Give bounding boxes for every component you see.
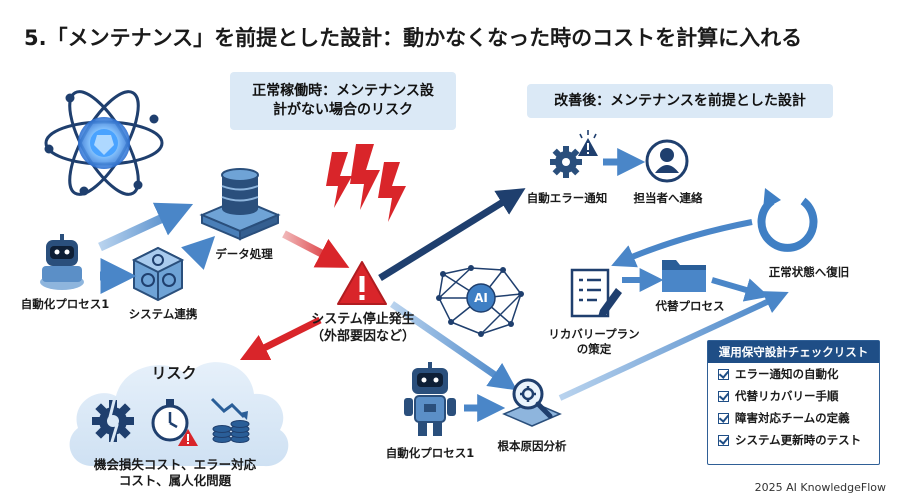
refresh-icon: [757, 188, 818, 252]
label-auto-process-bottom: 自動化プロセス1: [385, 446, 475, 460]
puzzle-cube-icon: [131, 246, 185, 302]
risk-title: リスク: [151, 364, 197, 382]
ai-network-icon: [436, 265, 524, 337]
warning-triangle-icon: [337, 261, 387, 305]
label-recovery-plan-line2: の策定: [576, 342, 612, 356]
robot-icon: [40, 234, 84, 290]
person-icon: [645, 139, 689, 183]
arrow-restore-to-recovery: [611, 219, 753, 268]
credit-text: 2025 AI KnowledgeFlow: [754, 481, 886, 494]
maintenance-checklist: 運用保守設計チェックリスト エラー通知の自動化 代替リカバリー手順 障害対応チー…: [707, 340, 880, 465]
magnifier-gear-icon: [502, 378, 562, 427]
checklist-item-text: 障害対応チームの定義: [735, 411, 850, 425]
left-header-line1: 正常稼働時：メンテナンス設: [252, 83, 434, 99]
checklist-item-text: 代替リカバリー手順: [735, 389, 839, 403]
checklist-item-text: エラー通知の自動化: [735, 367, 839, 381]
arrow-stop-to-root-cause: [390, 301, 518, 391]
label-contact-person: 担当者へ連絡: [633, 191, 703, 205]
label-root-cause: 根本原因分析: [497, 439, 567, 453]
lightning-bolts-icon: [326, 144, 406, 222]
gear-alert-icon: [550, 130, 598, 178]
checklist-item: システム更新時のテスト: [708, 429, 879, 451]
atom-icon: [44, 90, 164, 196]
risk-caption: 機会損失コスト、エラー対応 コスト、属人化問題: [70, 457, 280, 489]
risk-caption-line2: コスト、属人化問題: [118, 473, 232, 488]
label-recovery-plan: リカバリープラン の策定: [548, 327, 640, 357]
checklist-item-text: システム更新時のテスト: [735, 433, 862, 447]
red-flow-arrows: [239, 230, 350, 361]
label-system-stop: システム停止発生 （外部要因など）: [298, 311, 428, 345]
label-alt-process: 代替プロセス: [655, 299, 725, 313]
label-recovery-plan-line1: リカバリープラン: [548, 327, 640, 341]
label-system-link: システム連携: [128, 307, 198, 321]
page-title: 5.「メンテナンス」を前提とした設計：動かなくなった時のコストを計算に入れる: [24, 26, 803, 50]
checklist-title: 運用保守設計チェックリスト: [708, 341, 879, 363]
right-section-header: 改善後：メンテナンスを前提とした設計: [527, 84, 833, 118]
coins-down-icon: [210, 397, 250, 443]
document-pen-icon: [570, 268, 622, 318]
arrow-to-error-notify: [378, 188, 526, 281]
database-server-icon: [199, 168, 281, 241]
checklist-item: 代替リカバリー手順: [708, 385, 879, 407]
robot-bottom-icon: [404, 362, 456, 436]
label-system-stop-line1: システム停止発生: [311, 312, 415, 327]
risk-caption-line1: 機会損失コスト、エラー対応: [93, 457, 257, 472]
ai-badge-label: AI: [474, 291, 488, 305]
label-data-processing: データ処理: [215, 247, 273, 261]
left-section-header: 正常稼働時：メンテナンス設 計がない場合のリスク: [230, 72, 456, 130]
stopwatch-alert-icon: [151, 399, 198, 446]
checkbox-checked-icon: [718, 390, 729, 402]
left-header-line2: 計がない場合のリスク: [273, 102, 413, 118]
checklist-item: エラー通知の自動化: [708, 363, 879, 385]
checkbox-checked-icon: [718, 368, 729, 380]
label-restore: 正常状態へ復旧: [768, 265, 850, 279]
folder-icon: [662, 260, 706, 292]
label-auto-process-left: 自動化プロセス1: [20, 297, 110, 311]
label-auto-error: 自動エラー通知: [526, 191, 608, 205]
arrow-root-to-restore: [558, 291, 789, 401]
checkbox-checked-icon: [718, 434, 729, 446]
label-system-stop-line2: （外部要因など）: [310, 329, 415, 344]
checklist-item: 障害対応チームの定義: [708, 407, 879, 429]
checkbox-checked-icon: [718, 412, 729, 424]
arrow-alt-to-restore: [711, 277, 770, 302]
broken-gear-icon: [92, 396, 134, 446]
left-flow-arrows: [98, 202, 216, 294]
